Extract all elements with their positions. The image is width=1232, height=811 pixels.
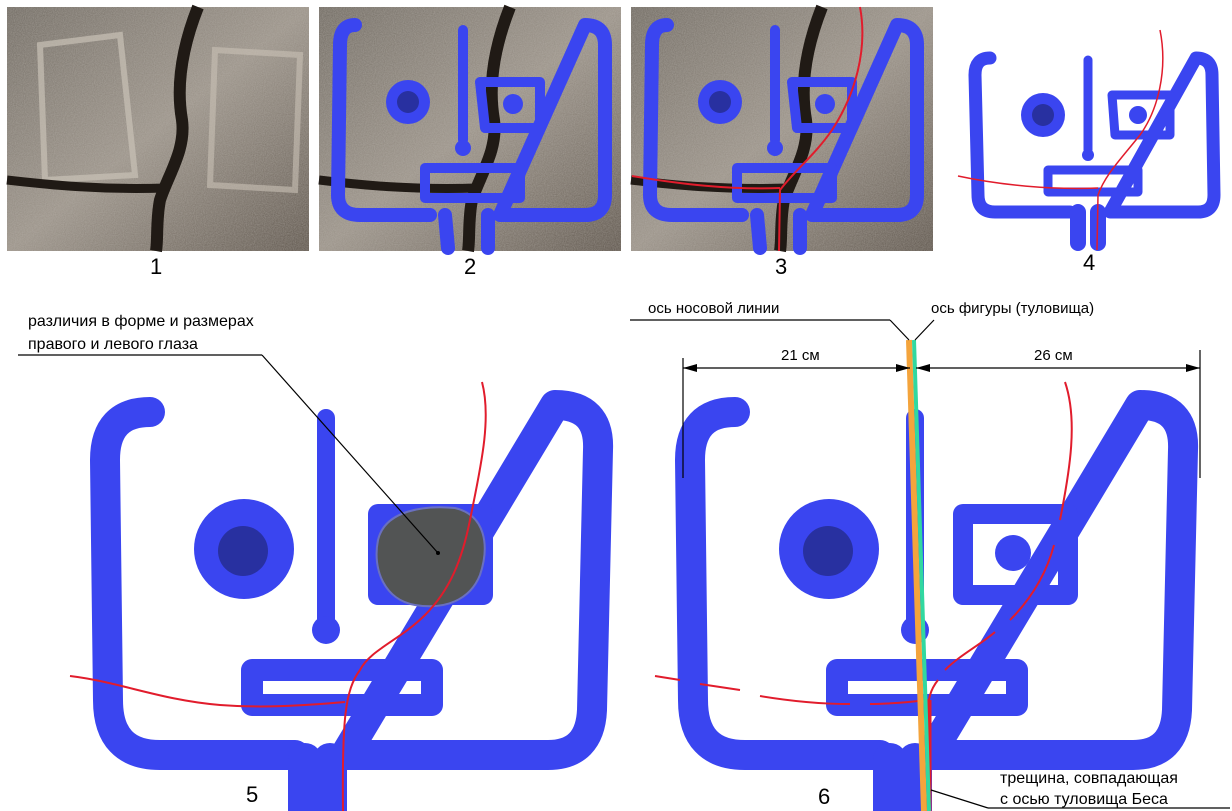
dimension-lines xyxy=(682,350,1201,478)
right-distance-label: 26 см xyxy=(1034,347,1073,364)
left-distance-label: 21 см xyxy=(781,347,820,364)
drawing-panel-4 xyxy=(957,29,1221,251)
nose-axis-label: ось носовой линии xyxy=(648,300,779,317)
petroglyph-face-overlay-2 xyxy=(331,18,612,255)
drawing-panel-5 xyxy=(69,381,614,811)
crack-label-line1: трещина, совпадающая xyxy=(1000,770,1178,787)
figure-axis-line xyxy=(912,339,931,811)
photo-panel-3 xyxy=(630,4,933,255)
panel-number-1: 1 xyxy=(150,254,162,279)
photo-panel-1 xyxy=(6,4,309,253)
panel-number-2: 2 xyxy=(464,254,476,279)
eye-difference-leader xyxy=(261,354,439,554)
nose-axis-line xyxy=(906,339,927,811)
panel-number-6: 6 xyxy=(818,784,830,809)
figure-axis-label: ось фигуры (туловища) xyxy=(931,300,1094,317)
eye-difference-label-line1: различия в форме и размерах xyxy=(28,313,254,330)
panel-number-3: 3 xyxy=(775,254,787,279)
left-eye-gray-shape xyxy=(375,506,486,608)
drawing-panel-6 xyxy=(654,339,1199,811)
figure-axis-leader xyxy=(914,319,935,341)
crack-label-line2: с осью туловища Беса xyxy=(1000,791,1168,808)
photo-panel-2 xyxy=(318,4,621,255)
panel-number-5: 5 xyxy=(246,782,258,807)
eye-difference-label-line2: правого и левого глаза xyxy=(28,336,198,353)
nose-axis-leader xyxy=(889,319,910,341)
crack-label-leader xyxy=(930,789,989,809)
panel-number-4: 4 xyxy=(1083,250,1095,275)
